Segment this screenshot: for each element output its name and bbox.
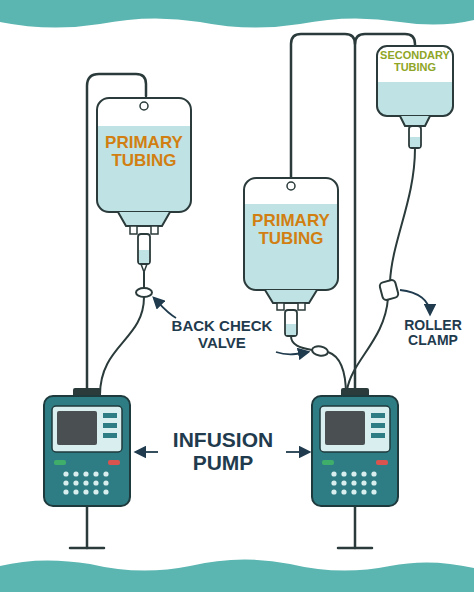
secondary-bag [372,46,462,148]
keypad-key [351,489,356,494]
keypad-key [341,489,346,494]
tubing [291,336,346,395]
bag-label: PRIMARY TUBING [99,134,189,170]
primary-bag [90,98,200,234]
infusion-pump [44,388,130,506]
bag-label-area: PRIMARY TUBING [246,212,336,248]
back-check-valve [311,345,328,357]
part-label: ROLLER CLAMP [398,318,468,349]
keypad-key [73,471,78,476]
keypad-key [331,480,336,485]
bag-label: SECONDARY TUBING [379,50,451,73]
bag-label-area: SECONDARY TUBING [379,50,451,73]
keypad-key [341,471,346,476]
part-label: BACK CHECK VALVE [166,318,278,351]
part-label: INFUSION PUMP [160,428,286,474]
drip-chamber [138,234,150,272]
keypad-key [83,489,88,494]
keypad-key [371,489,376,494]
keypad-key [63,471,68,476]
keypad-key [361,489,366,494]
keypad-key [103,489,108,494]
keypad-key [103,471,108,476]
drip-chamber [285,310,297,336]
keypad-key [351,471,356,476]
tubing [347,148,415,390]
keypad [63,471,376,494]
keypad-key [83,471,88,476]
primary-bag [238,178,348,310]
top-band [0,0,474,28]
keypad-key [73,480,78,485]
back-check-valve [136,288,152,297]
keypad-key [73,489,78,494]
keypad-key [93,489,98,494]
keypad-key [351,480,356,485]
keypad-key [103,480,108,485]
keypad-key [361,471,366,476]
keypad-key [361,480,366,485]
roller-clamp [379,279,399,301]
keypad-key [331,489,336,494]
bottom-band [0,559,474,592]
keypad-key [83,480,88,485]
keypad-key [63,480,68,485]
keypad-key [331,471,336,476]
bag-label: PRIMARY TUBING [246,212,336,248]
leader-arrow [136,290,430,452]
bag-label-area: PRIMARY TUBING [99,134,189,170]
keypad-key [63,489,68,494]
infusion-pump [312,388,398,506]
keypad-key [93,471,98,476]
keypad-key [371,480,376,485]
keypad-key [93,480,98,485]
keypad-key [371,471,376,476]
keypad-key [341,480,346,485]
